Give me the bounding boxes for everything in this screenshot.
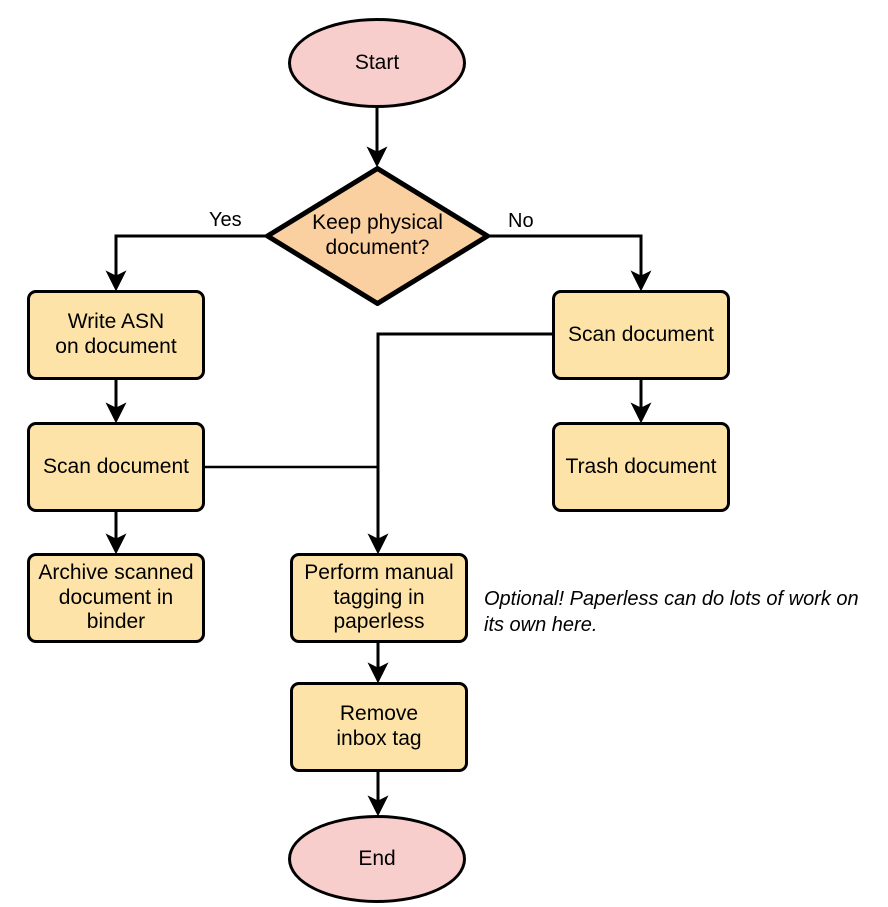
node-perform-manual-tagging[interactable]: Perform manual tagging in paperless (290, 553, 468, 643)
node-archive-label: Archive scanned document in binder (38, 560, 194, 634)
node-trash-label: Trash document (565, 454, 717, 478)
node-decision-keep-physical-document[interactable]: Keep physical document? (265, 166, 490, 306)
edge-decision-no-to-scan-right (490, 234, 652, 292)
edge-decision-yes-to-write-asn (105, 234, 265, 292)
node-start-label: Start (354, 50, 400, 74)
node-remove-tag-label: Remove inbox tag (336, 702, 422, 750)
node-write-asn-label: Write ASN on document (55, 310, 177, 358)
node-scan-document-right[interactable]: Scan document (552, 290, 730, 380)
node-scan-document-left[interactable]: Scan document (27, 422, 205, 512)
node-tagging-label: Perform manual tagging in paperless (304, 560, 454, 634)
node-scan-document-left-label: Scan document (43, 454, 189, 478)
node-write-asn-on-document[interactable]: Write ASN on document (27, 290, 205, 380)
edge-label-yes: Yes (209, 209, 242, 231)
edge-scan-right-to-tagging (367, 332, 552, 555)
diamond-shape (265, 166, 490, 306)
node-trash-document[interactable]: Trash document (552, 422, 730, 512)
node-start[interactable]: Start (288, 18, 466, 108)
node-archive-scanned-document[interactable]: Archive scanned document in binder (27, 553, 205, 643)
edge-label-no: No (508, 210, 534, 232)
node-end-label: End (358, 846, 396, 870)
node-end[interactable]: End (288, 815, 466, 903)
node-decision-label: Keep physical document? (312, 211, 443, 259)
node-remove-inbox-tag[interactable]: Remove inbox tag (290, 682, 468, 772)
node-scan-document-right-label: Scan document (568, 322, 714, 346)
annotation-optional-note: Optional! Paperless can do lots of work … (484, 588, 859, 636)
